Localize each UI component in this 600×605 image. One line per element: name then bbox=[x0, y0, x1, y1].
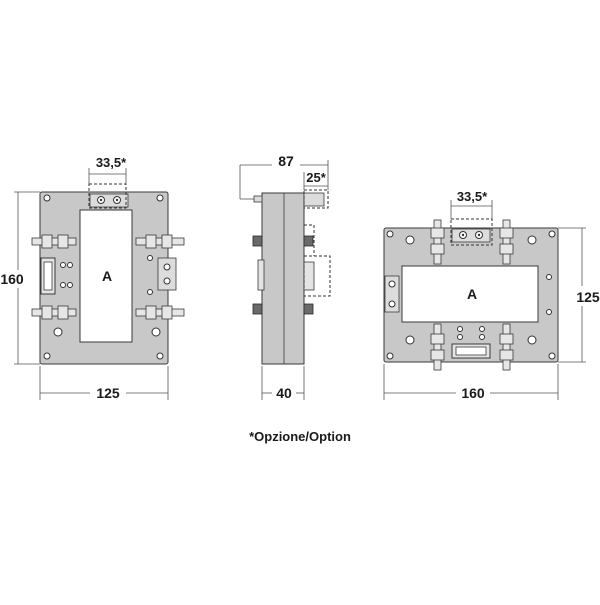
side-top-terminal bbox=[303, 192, 325, 207]
front-top-terminal bbox=[89, 193, 129, 208]
rotated-view: A 33,5* 125 160 bbox=[383, 189, 600, 401]
front-width-dimension: 125 bbox=[96, 385, 120, 401]
front-clamps bbox=[31, 234, 185, 320]
front-right-terminal bbox=[157, 257, 177, 291]
side-width-dimension: 40 bbox=[276, 385, 292, 401]
rotated-top-terminal bbox=[451, 228, 491, 243]
side-view: 87 25* 40 bbox=[239, 153, 331, 401]
front-option-dimension: 33,5* bbox=[96, 155, 127, 170]
rotated-mounting-holes bbox=[386, 230, 556, 360]
rotated-window-label: A bbox=[467, 286, 477, 302]
front-view: A 33,5* 160 125 bbox=[0, 155, 185, 401]
front-mounting-holes bbox=[43, 194, 164, 360]
rotated-width-dimension: 160 bbox=[461, 385, 485, 401]
rotated-height-dimension: 125 bbox=[576, 289, 600, 305]
side-option-dimension: 25* bbox=[306, 170, 326, 185]
rotated-option-dimension: 33,5* bbox=[457, 189, 488, 204]
side-body bbox=[261, 192, 305, 365]
front-window bbox=[79, 209, 133, 343]
option-footnote: *Opzione/Option bbox=[249, 429, 351, 444]
front-height-dimension: 160 bbox=[0, 271, 24, 287]
rotated-left-terminal bbox=[384, 275, 400, 313]
side-option-top-outline bbox=[303, 189, 329, 209]
rotated-option-outline bbox=[450, 218, 493, 246]
front-window-label: A bbox=[102, 268, 112, 284]
front-option-outline bbox=[88, 183, 127, 209]
rotated-clamps bbox=[430, 219, 514, 371]
side-clamps bbox=[252, 235, 314, 315]
side-option-mid-outline bbox=[303, 255, 331, 297]
rotated-window bbox=[401, 265, 539, 323]
side-depth-dimension: 87 bbox=[278, 153, 294, 169]
